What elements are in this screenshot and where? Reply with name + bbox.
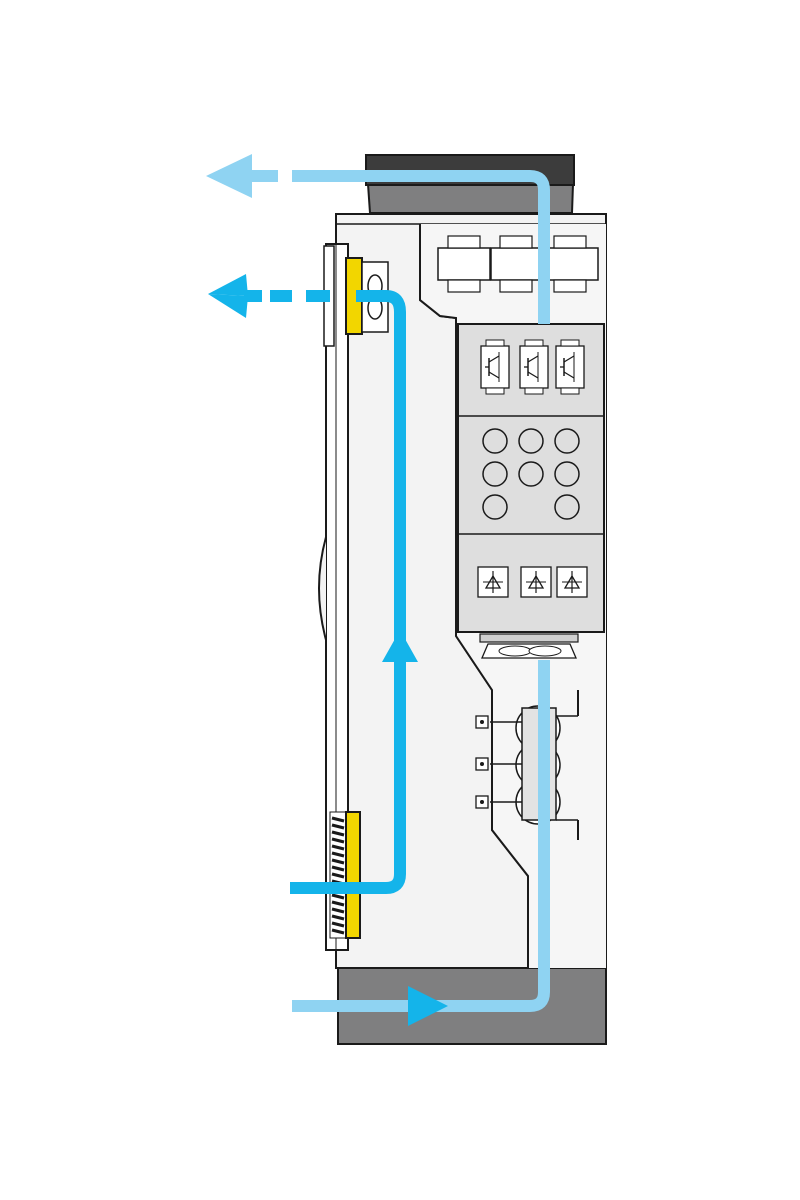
grille-slot bbox=[331, 858, 345, 865]
grille-slot bbox=[331, 823, 345, 830]
module-fan bbox=[479, 633, 579, 659]
capacitor-icon bbox=[482, 494, 508, 520]
transistor-icon bbox=[480, 345, 510, 389]
grille-slot bbox=[331, 816, 345, 823]
door-handle bbox=[318, 536, 327, 641]
fuse-holders bbox=[437, 235, 599, 293]
grille-slot bbox=[331, 914, 345, 921]
grille-slot bbox=[331, 844, 345, 851]
capacitor-bank bbox=[482, 428, 580, 520]
grille-slot bbox=[331, 872, 345, 879]
capacitor-icon bbox=[554, 461, 580, 487]
capacitor-icon bbox=[518, 461, 544, 487]
capacitor-icon bbox=[482, 461, 508, 487]
diode-icon bbox=[477, 566, 509, 598]
capacitor-icon bbox=[518, 428, 544, 454]
grille-slot bbox=[331, 837, 345, 844]
diode-icon bbox=[556, 566, 588, 598]
grille-slot bbox=[331, 900, 345, 907]
door-filter bbox=[329, 811, 361, 939]
igbt-modules bbox=[480, 339, 585, 395]
grille-slot bbox=[331, 921, 345, 928]
arrow-left-icon bbox=[206, 154, 252, 198]
grille-slot bbox=[331, 893, 345, 900]
bottom-intake-filter bbox=[345, 811, 361, 939]
arrow-up-icon bbox=[382, 630, 418, 662]
capacitor-icon bbox=[482, 428, 508, 454]
grille-slot bbox=[331, 928, 345, 935]
diode-icon bbox=[520, 566, 552, 598]
arrow-left-icon bbox=[208, 274, 248, 296]
transistor-icon bbox=[519, 345, 549, 389]
capacitor-icon bbox=[554, 494, 580, 520]
door-airflow-path bbox=[208, 274, 418, 894]
grille-slot bbox=[331, 830, 345, 837]
capacitor-icon bbox=[554, 428, 580, 454]
grille-slot bbox=[331, 851, 345, 858]
grille-slot bbox=[331, 865, 345, 872]
arrow-right-icon bbox=[408, 986, 448, 1026]
rectifier-modules bbox=[477, 566, 588, 598]
grille-slot bbox=[331, 907, 345, 914]
main-airflow-path bbox=[206, 154, 550, 1026]
transistor-icon bbox=[555, 345, 585, 389]
